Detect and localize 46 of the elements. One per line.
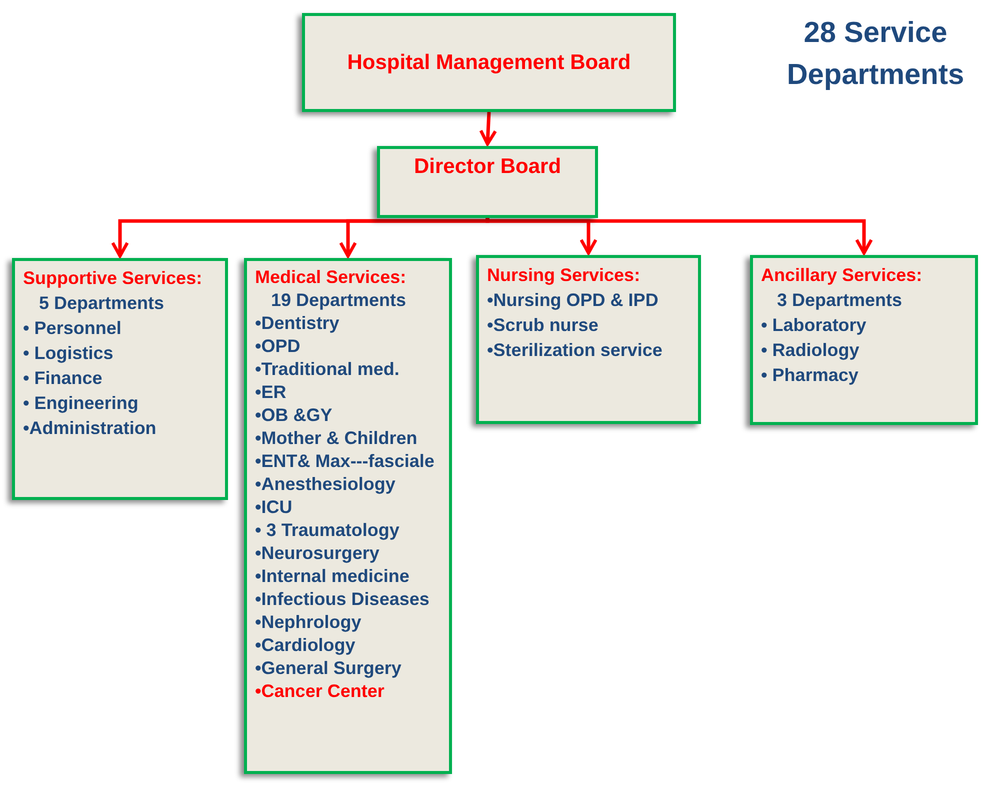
list-item: •Anesthesiology [255, 473, 396, 496]
list-item: •Scrub nurse [487, 314, 600, 337]
box-heading: Supportive Services: [23, 267, 204, 290]
box-heading: Ancillary Services: [761, 264, 924, 287]
arrow [486, 217, 873, 255]
list-item: • 3 Traumatology [255, 519, 400, 542]
list-item: •Infectious Diseases [255, 588, 430, 611]
box-heading: Nursing Services: [487, 264, 642, 287]
list-item: •OPD [255, 335, 302, 358]
org-box [750, 255, 978, 425]
list-item: • Finance [23, 367, 104, 390]
list-item: •Traditional med. [255, 358, 400, 381]
list-item: •Cardiology [255, 634, 356, 657]
list-item: •Neurosurgery [255, 542, 380, 565]
list-item: •Dentistry [255, 312, 340, 335]
org-box [476, 255, 701, 424]
list-item: 19 Departments [270, 289, 408, 312]
list-item: • Pharmacy [761, 364, 860, 387]
box-heading: Hospital Management Board [347, 50, 631, 75]
arrow [479, 112, 497, 146]
list-item: •OB &GY [255, 404, 334, 427]
diagram-title: 28 Service Departments [786, 16, 966, 93]
list-item: • Logistics [23, 342, 114, 365]
org-box [377, 146, 598, 218]
list-item: •ICU [255, 496, 294, 519]
box-heading: Director Board [412, 154, 562, 179]
list-item: •ENT& Max---fasciale [255, 450, 436, 473]
list-item: •Nursing OPD & IPD [487, 289, 660, 312]
list-item: •Nephrology [255, 611, 362, 634]
list-item: •Cancer Center [255, 680, 386, 703]
list-item: •Internal medicine [255, 565, 410, 588]
list-item: •Sterilization service [487, 339, 664, 362]
list-item: • Personnel [23, 317, 122, 340]
box-heading: Medical Services: [255, 266, 408, 289]
list-item: 3 Departments [776, 289, 904, 312]
list-item: •General Surgery [255, 657, 402, 680]
list-item: • Engineering [23, 392, 140, 415]
org-box [12, 258, 228, 500]
list-item: 5 Departments [38, 292, 166, 315]
list-item: • Laboratory [761, 314, 868, 337]
list-item: •Mother & Children [255, 427, 418, 450]
org-box [302, 13, 676, 112]
list-item: •ER [255, 381, 288, 404]
list-item: • Radiology [761, 339, 860, 362]
org-box [244, 258, 452, 774]
list-item: •Administration [23, 417, 158, 440]
